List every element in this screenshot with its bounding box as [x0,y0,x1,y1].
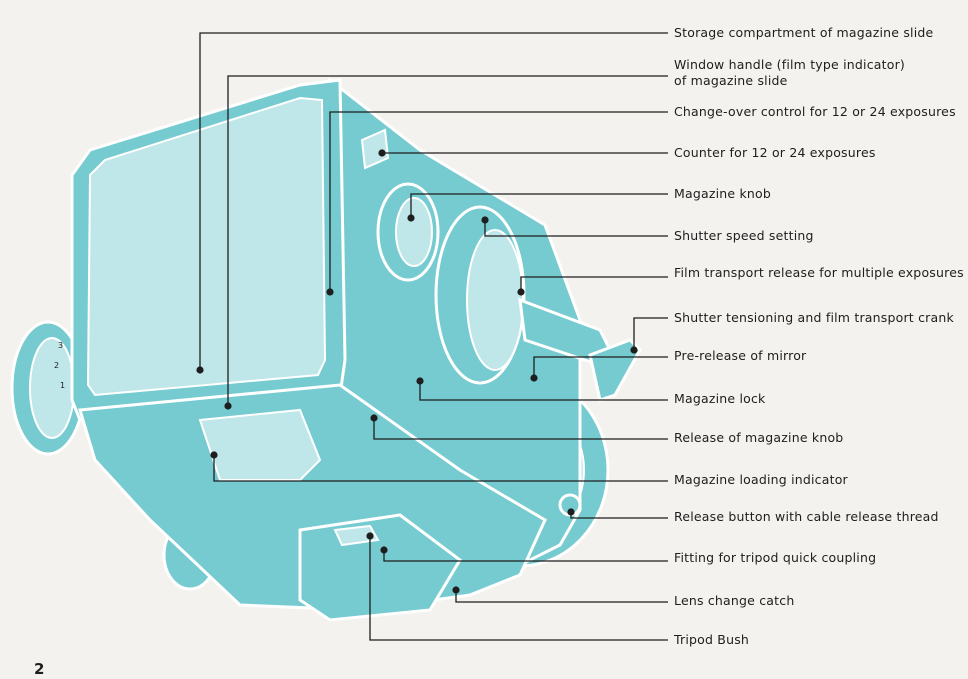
leader-crank [633,317,668,350]
dot-loading-indicator [210,451,218,459]
label-storage: Storage compartment of magazine slide [674,25,934,40]
label-counter: Counter for 12 or 24 exposures [674,145,876,160]
dot-changeover [326,288,334,296]
label-lens-catch: Lens change catch [674,593,795,608]
magazine-knob-face [395,197,433,267]
dot-magazine-knob [407,214,415,222]
leader-magazine-knob [410,193,668,218]
leader-lens-catch [455,590,668,603]
label-changeover: Change-over control for 12 or 24 exposur… [674,104,956,119]
dot-storage [196,366,204,374]
label-loading-indicator: Magazine loading indicator [674,472,848,487]
dial-number: 3 [58,341,63,350]
leader-loading-indicator [213,455,668,482]
dial-number: 1 [60,381,65,390]
dot-tripod-bush [366,532,374,540]
dot-lens-catch [452,586,460,594]
dot-counter [378,149,386,157]
page-number: 2 [34,660,45,678]
label-tripod-bush: Tripod Bush [674,632,750,647]
label-magazine-lock: Magazine lock [674,391,766,406]
dot-crank [630,346,638,354]
dot-magazine-lock [416,377,424,385]
shutter-speed-knob-face [466,229,524,371]
leader-storage [199,32,668,370]
label-shutter-speed: Shutter speed setting [674,228,814,243]
dot-release-magazine-knob [370,414,378,422]
dot-release-button [567,508,575,516]
counter-window [360,128,390,170]
leader-pre-release [533,356,668,378]
dot-tripod-coupling [380,546,388,554]
label-magazine-knob: Magazine knob [674,186,772,201]
leader-tripod-coupling [383,550,668,562]
magazine-front-panel [86,96,327,397]
leader-window-handle [227,75,668,406]
label-crank: Shutter tensioning and film transport cr… [674,310,954,325]
leader-magazine-lock [419,381,668,401]
dot-film-transport-release [517,288,525,296]
leader-shutter-speed [484,220,668,237]
leader-release-magazine-knob [373,418,668,440]
dot-window-handle [224,402,232,410]
crank-grip [588,338,642,402]
magazine-side-knob-inner [29,337,75,439]
leader-film-transport-release [520,276,668,292]
label-pre-release: Pre-release of mirror [674,348,807,363]
callout-leaders [199,32,668,641]
callout-dots [196,149,638,594]
label-film-transport-release: Film transport release for multiple expo… [674,265,964,280]
label-tripod-coupling: Fitting for tripod quick coupling [674,550,877,565]
dial-number: 2 [54,361,59,370]
leader-tripod-bush [369,536,668,641]
label-release-magazine-knob: Release of magazine knob [674,430,844,445]
tripod-plate-slot [333,524,380,547]
leader-changeover [329,111,668,292]
dot-pre-release [530,374,538,382]
bottom-recess [198,408,322,481]
label-release-button: Release button with cable release thread [674,509,939,524]
dot-shutter-speed [481,216,489,224]
label-window-handle: Window handle (film type indicator) of m… [674,57,906,88]
